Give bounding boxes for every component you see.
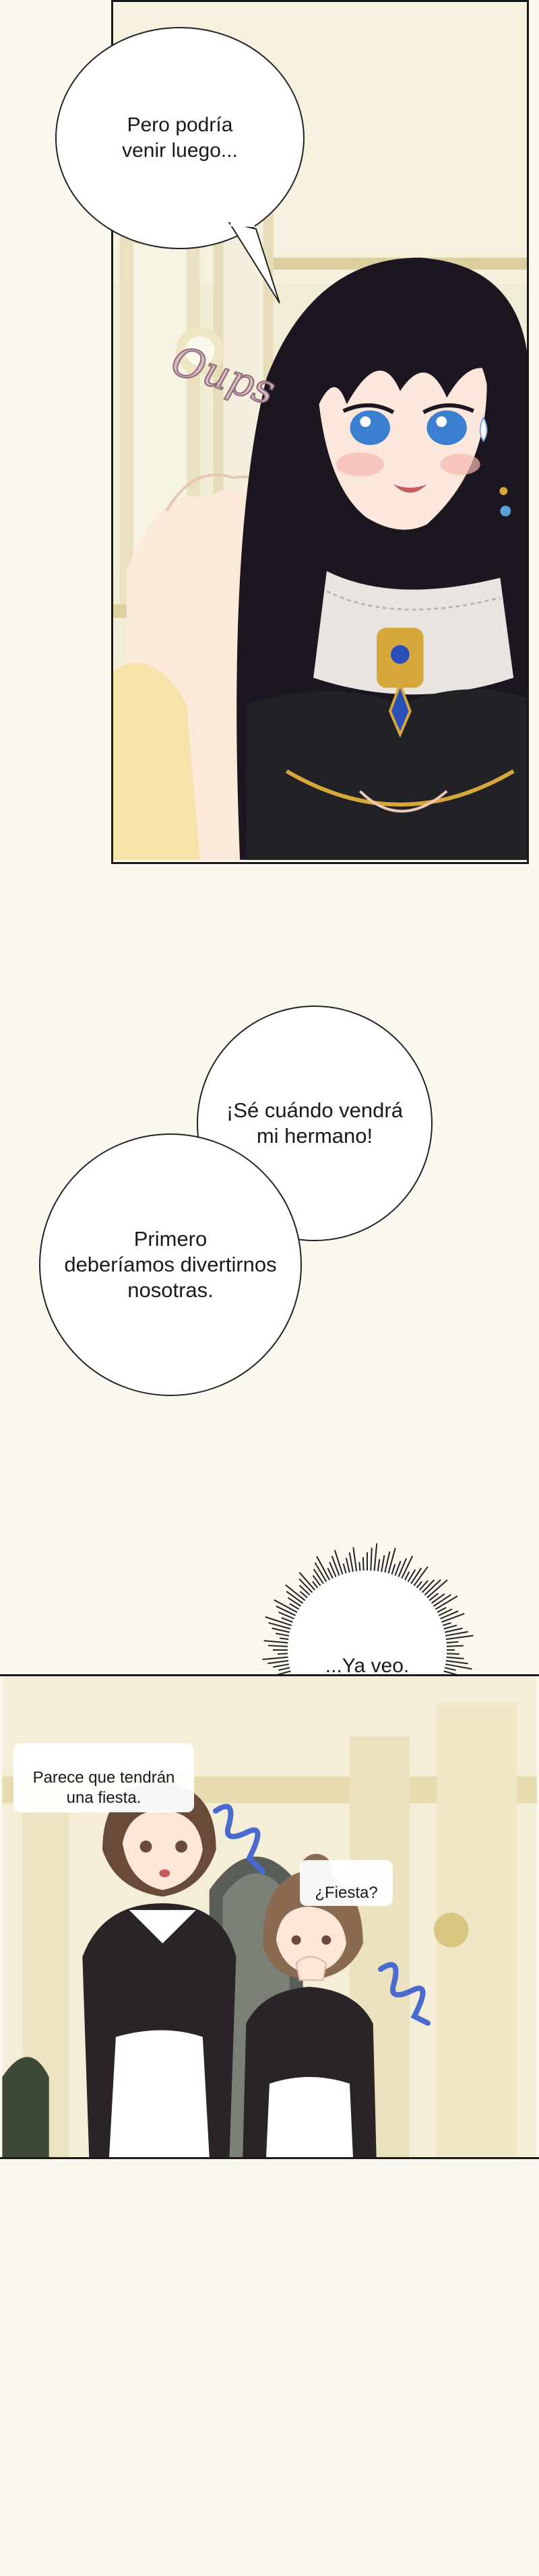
caption-fiesta-statement: Parece que tendrán una fiesta. xyxy=(13,1744,194,1812)
speech-text: ¡Sé cuándo vendrá mi hermano! xyxy=(226,1098,403,1148)
speech-bubble-hermano: ¡Sé cuándo vendrá mi hermano! xyxy=(197,1005,433,1241)
maids-illustration xyxy=(2,1676,537,2157)
bubble-tail xyxy=(228,222,280,304)
sfx-squiggle-left xyxy=(213,1804,265,1874)
thought-text: ...Ya veo. xyxy=(325,1655,410,1677)
sfx-squiggle-right xyxy=(378,1962,431,2026)
caption-fiesta-question: ¿Fiesta? xyxy=(300,1860,393,1906)
speech-text: Primero deberíamos divertirnos nosotras. xyxy=(64,1227,277,1302)
panel-maids: Parece que tendrán una fiesta. ¿Fiesta? xyxy=(0,1674,539,2159)
speech-bubble-divertirnos: Primero deberíamos divertirnos nosotras. xyxy=(39,1133,302,1396)
speech-text: Pero podría venir luego... xyxy=(122,114,238,162)
speech-bubble-pero-podria: Pero podría venir luego... xyxy=(55,27,305,249)
